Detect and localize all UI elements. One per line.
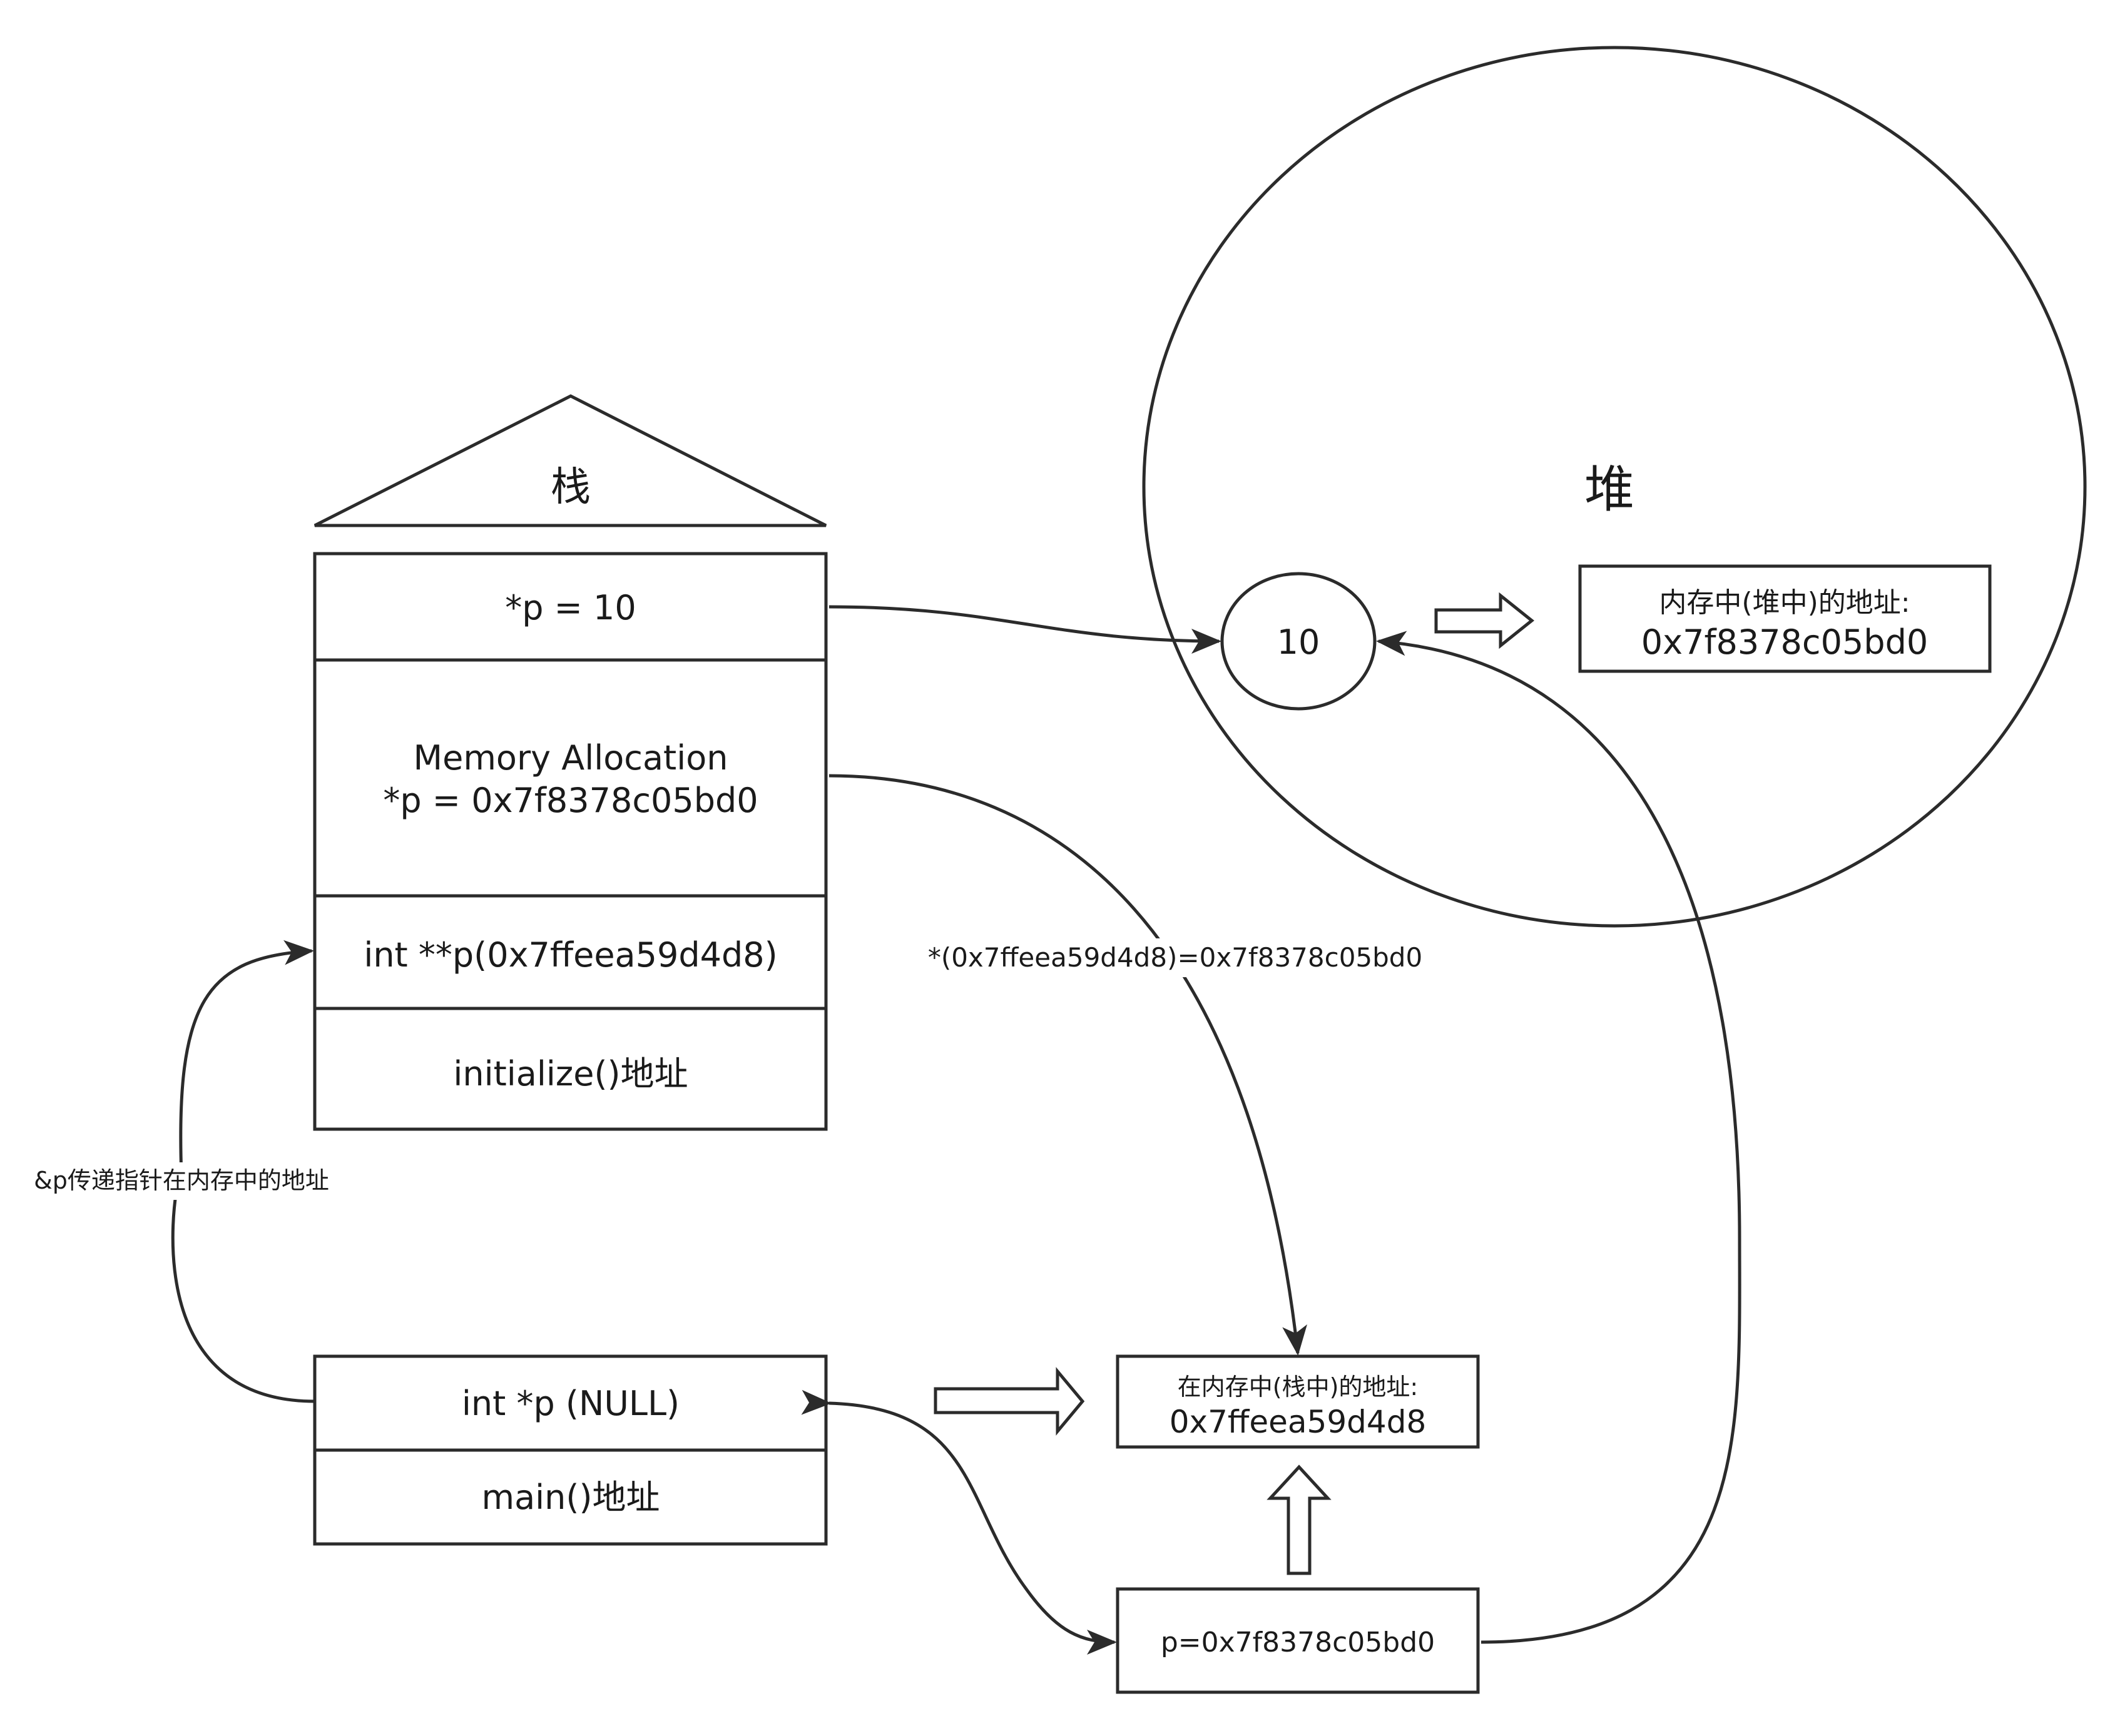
stack-address-line2: 0x7ffeea59d4d8 [1170,1404,1427,1440]
heap-address-line2: 0x7f8378c05bd0 [1641,622,1928,662]
edge-deref-to-heap-value [828,605,1221,654]
block-arrow-right-heap [1434,592,1535,649]
pointer-value-box [1116,1587,1480,1694]
edge-alloc-to-stack-address [828,774,1307,1356]
stack-cell-deref-assign: *p = 10 [505,588,636,627]
stack-cell-init-func: initialize()地址 [453,1054,688,1094]
label-bg [25,1162,332,1200]
heap-value: 10 [1277,622,1320,662]
edge-label-pass-pointer: &p传递指针在内存中的地址 [34,1167,329,1194]
main-cell-func: main()地址 [481,1478,660,1517]
heap-title: 堆 [1584,460,1634,519]
block-arrow-right-stack [934,1367,1085,1436]
edge-main-pointer-link [801,1389,1117,1655]
block-arrow-up [1267,1464,1332,1575]
edge-pointer-box-to-heap-value [1376,631,1741,1644]
heap-region [1142,46,2087,928]
stack-address-box [1116,1354,1480,1449]
pointer-value-label: p=0x7f8378c05bd0 [1161,1627,1435,1658]
heap-value-node [1220,572,1377,711]
main-cell-pointer: int *p (NULL) [462,1384,680,1423]
heap-address-box [1578,564,1992,673]
stack-cell-param: int **p(0x7ffeea59d4d8) [364,935,777,975]
stack-cell-alloc-line1: Memory Allocation [414,738,728,778]
label-bg [934,938,1416,977]
heap-address-line1: 内存中(堆中)的地址: [1659,587,1910,619]
stack-cell-alloc-line2: *p = 0x7f8378c05bd0 [383,781,758,820]
edge-label-deref: *(0x7ffeea59d4d8)=0x7f8378c05bd0 [928,942,1422,973]
stack-frame-initialize [313,552,828,1131]
stack-title: 栈 [551,464,591,510]
stack-header-triangle [313,394,827,527]
stack-address-line1: 在内存中(栈中)的地址: [1178,1373,1418,1401]
